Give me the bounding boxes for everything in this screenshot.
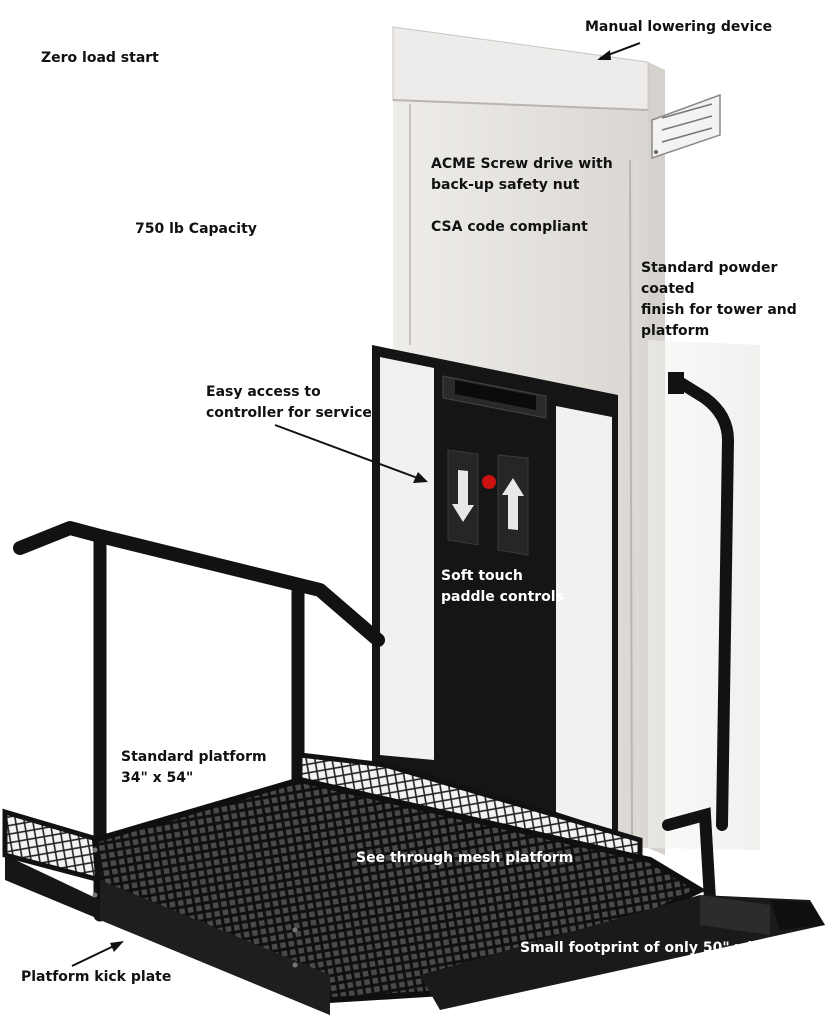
acme-screw-label: ACME Screw drive with back-up safety nut	[431, 156, 613, 193]
right-handrail	[662, 372, 735, 906]
mesh-platform-label: See through mesh platform	[356, 850, 574, 866]
up-arrow-paddle-icon	[497, 454, 529, 556]
soft-touch-label: Soft touch paddle controls	[441, 568, 564, 605]
down-arrow-paddle-icon	[447, 449, 479, 546]
mesh-platform	[2, 752, 825, 1015]
manual-lowering-bracket	[651, 93, 721, 160]
capacity-label: 750 lb Capacity	[135, 221, 257, 237]
kick-plate-label: Platform kick plate	[21, 969, 172, 985]
footprint-label: Small footprint of only 50" wide	[520, 940, 772, 956]
stop-button-icon	[482, 475, 496, 489]
powder-coat-label: Standard powder coated finish for tower …	[641, 260, 797, 339]
standard-platform-label: Standard platform 34" x 54"	[121, 749, 267, 786]
zero-load-start-label: Zero load start	[41, 50, 159, 66]
easy-access-label: Easy access to controller for service	[206, 384, 372, 421]
csa-compliance-label: CSA code compliant	[431, 219, 588, 235]
manual-lowering-label: Manual lowering device	[585, 19, 773, 35]
control-gate	[372, 345, 618, 838]
callout-arrows	[71, 42, 641, 967]
